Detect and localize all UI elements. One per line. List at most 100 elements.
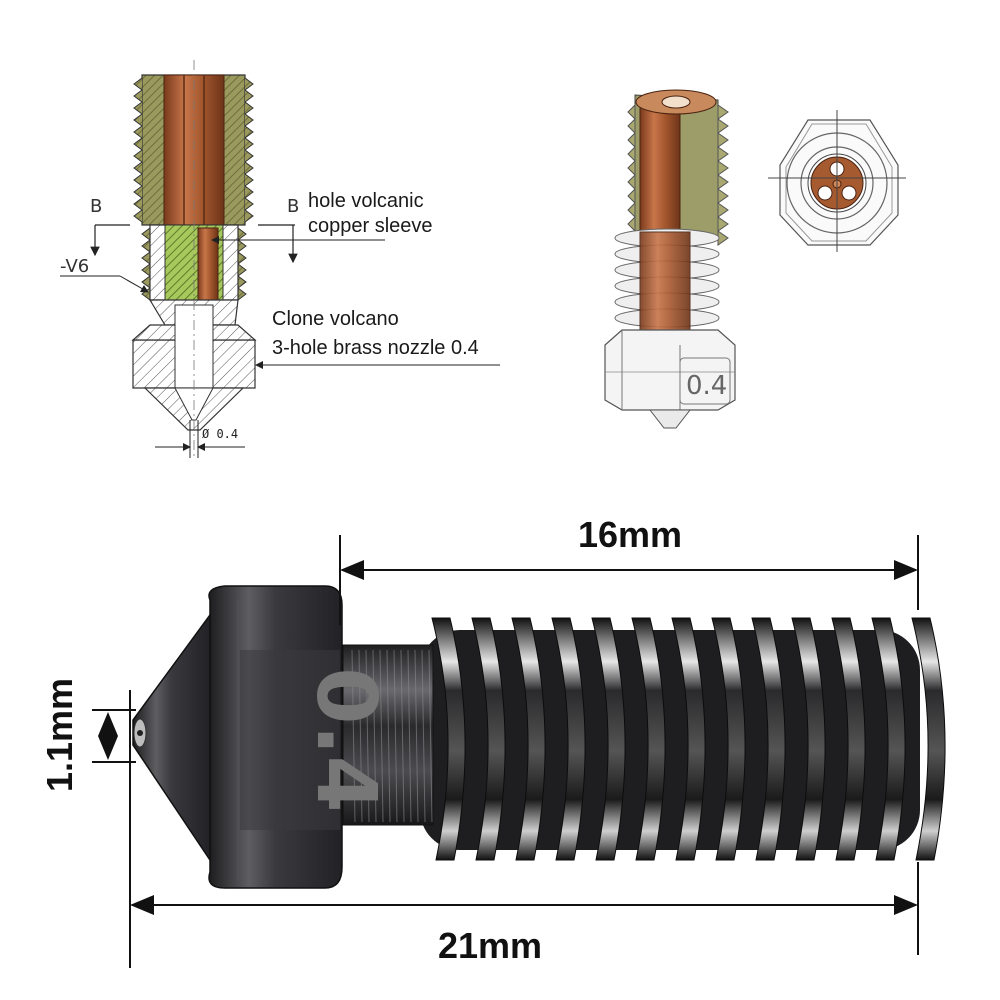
neck-groove: [351, 649, 356, 823]
dim-tip-diameter: 1.1mm: [39, 678, 80, 792]
thread-tooth: [244, 113, 254, 127]
neck-groove: [414, 649, 419, 823]
dim-thread-length: 16mm: [578, 514, 682, 555]
thread-tooth: [244, 161, 254, 175]
thread-crest: [631, 617, 666, 861]
thread-tooth: [627, 201, 636, 219]
cutaway-3d-view: 0.4: [604, 89, 736, 429]
thread-tooth: [141, 263, 151, 277]
thread-tooth: [141, 227, 151, 241]
thread-tooth: [244, 173, 254, 187]
thread-tooth: [237, 239, 247, 253]
end-view-hex: [768, 110, 906, 252]
thread-tooth: [244, 89, 254, 103]
thread-crest: [871, 617, 906, 861]
thread-tooth: [237, 263, 247, 277]
thread-tooth: [141, 275, 151, 289]
thread-tooth: [627, 131, 636, 149]
section-marker-right: B: [287, 196, 299, 217]
thread-tooth: [717, 104, 729, 120]
thread-crest: [431, 617, 466, 861]
thread-crest: [671, 617, 706, 861]
thread-tooth: [237, 251, 247, 265]
thread-crest: [831, 617, 866, 861]
section-marker-left: B: [90, 196, 102, 217]
thread-tooth: [133, 209, 143, 223]
thread-tooth: [717, 202, 729, 218]
thread-tooth: [133, 173, 143, 187]
thread-tooth: [717, 146, 729, 162]
thread-tooth: [133, 185, 143, 199]
thread-tooth: [244, 197, 254, 211]
thread-tooth: [627, 103, 636, 121]
thread-tooth: [133, 101, 143, 115]
thread-tooth: [133, 197, 143, 211]
thread-tooth: [237, 275, 247, 289]
diameter-label: Ø 0.4: [202, 427, 238, 441]
callout-nozzle-line2: 3-hole brass nozzle 0.4: [272, 337, 479, 359]
thread-tooth: [133, 149, 143, 163]
thread-tooth: [244, 77, 254, 91]
thread-crest: [551, 617, 586, 861]
callout-sleeve-line1: hole volcanic: [308, 190, 424, 212]
thread-tooth: [244, 137, 254, 151]
thread-tooth: [717, 118, 729, 134]
cutaway-size-mark: 0.4: [686, 371, 727, 401]
neck-groove: [386, 649, 391, 823]
thread-tooth: [244, 149, 254, 163]
thread-crest: [911, 617, 946, 861]
neck-groove: [428, 649, 433, 823]
thread-tooth: [244, 185, 254, 199]
neck-groove: [400, 649, 405, 823]
thread-tooth: [627, 215, 636, 233]
neck-groove: [379, 649, 384, 823]
dimension-annotations: 16mm 21mm 1.1mm: [39, 514, 919, 968]
thread-tooth: [133, 161, 143, 175]
thread-tooth: [133, 113, 143, 127]
neck-groove: [393, 649, 398, 823]
neck-groove: [358, 649, 363, 823]
cross-section-drawing: B B -V6 hole volcanic copper sleeve Clon…: [60, 60, 500, 460]
thread-tooth: [133, 89, 143, 103]
thread-tooth: [627, 159, 636, 177]
thread-tooth: [717, 160, 729, 176]
thread-crest: [471, 617, 506, 861]
thread-label: -V6: [60, 256, 89, 277]
thread-crest: [711, 617, 746, 861]
thread-tooth: [717, 174, 729, 190]
thread-tooth: [133, 137, 143, 151]
thread-tooth: [141, 251, 151, 265]
upper-thread-body: [133, 74, 254, 301]
thread-tooth: [627, 187, 636, 205]
thread-tooth: [244, 125, 254, 139]
thread-tooth: [237, 287, 247, 301]
callout-sleeve-line2: copper sleeve: [308, 215, 433, 237]
thread-tooth: [717, 132, 729, 148]
thread-crest: [751, 617, 786, 861]
neck-groove: [372, 649, 377, 823]
thread-tooth: [627, 117, 636, 135]
callout-nozzle-line1: Clone volcano: [272, 308, 399, 330]
thread-tooth: [237, 227, 247, 241]
dim-total-length: 21mm: [438, 925, 542, 966]
neck-groove: [407, 649, 412, 823]
thread-tooth: [133, 125, 143, 139]
thread-tooth: [133, 77, 143, 91]
thread-tooth: [244, 101, 254, 115]
thread-tooth: [244, 209, 254, 223]
embossed-size-mark: 0.4: [298, 667, 393, 812]
thread-tooth: [627, 173, 636, 191]
thread-tooth: [717, 188, 729, 204]
thread-tooth: [717, 216, 729, 232]
thread-crest: [791, 617, 826, 861]
thread-crest: [511, 617, 546, 861]
nozzle-photo: 0.4: [132, 585, 946, 889]
hex-body-section: [131, 60, 257, 460]
neck-groove: [365, 649, 370, 823]
thread-tooth: [627, 145, 636, 163]
thread-crest: [591, 617, 626, 861]
thread-tooth: [141, 239, 151, 253]
neck-groove: [421, 649, 426, 823]
